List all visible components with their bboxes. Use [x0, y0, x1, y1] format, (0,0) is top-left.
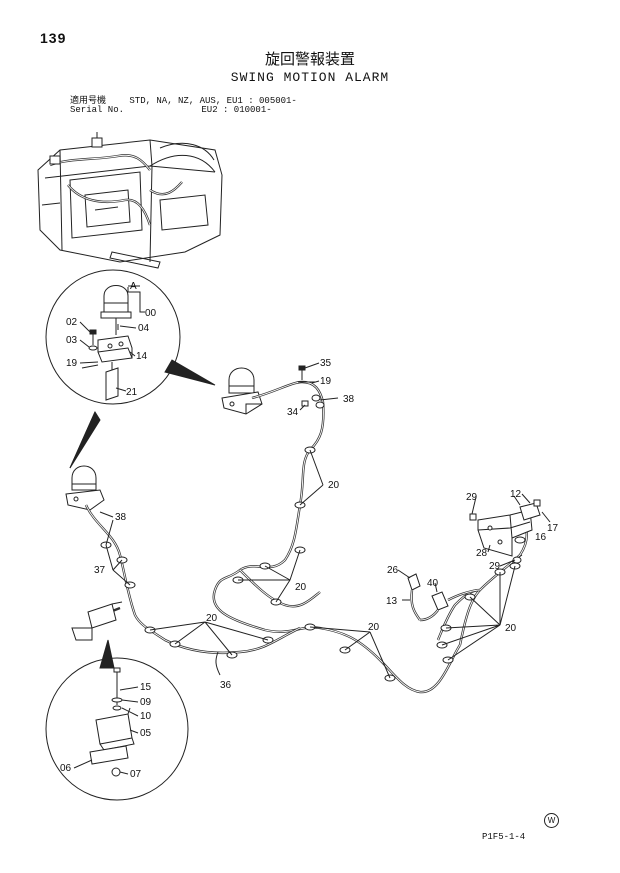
detail-circle-beacon	[45, 269, 216, 405]
serial-row-eu2: Serial No. EU2 : 010001-	[70, 105, 272, 115]
callout-06: 06	[60, 763, 72, 774]
beacon-left	[65, 410, 105, 511]
callout-20-right: 20	[505, 623, 517, 634]
harness-clamps	[100, 446, 521, 682]
callout-29-top: 29	[466, 492, 478, 503]
callout-35: 35	[320, 358, 332, 369]
title-japanese: 旋回警報装置	[264, 51, 355, 68]
callout-16: 16	[535, 532, 547, 543]
serial-label-en: Serial No.	[70, 105, 125, 115]
callout-15: 15	[140, 682, 152, 693]
page-number: 139	[40, 30, 67, 46]
serial-label-jp: 適用号機	[70, 96, 107, 106]
top-bracket-hardware	[298, 365, 339, 409]
callout-labels: A 00 02 03 04 14 19 21 35 19 38 34 20 38…	[60, 281, 559, 780]
callout-17: 17	[547, 523, 559, 534]
callout-02: 02	[66, 317, 78, 328]
callout-00: 00	[145, 308, 157, 319]
callout-34: 34	[287, 407, 299, 418]
serial-row-applicable: 適用号機 STD, NA, NZ, AUS, EU1 : 005001-	[70, 93, 297, 106]
callout-20-upper: 20	[328, 480, 340, 491]
callout-leaders	[73, 287, 531, 775]
callout-36: 36	[220, 680, 232, 691]
callout-07: 07	[130, 769, 142, 780]
callout-09: 09	[140, 697, 152, 708]
callout-29-bottom: 29	[489, 561, 501, 572]
serial-value-eu2: EU2 : 010001-	[201, 105, 272, 115]
machine-overview-sketch	[37, 132, 223, 269]
callout-40: 40	[427, 578, 439, 589]
corner-mark-icon: W	[544, 813, 559, 828]
callout-05: 05	[140, 728, 152, 739]
figure-code: P1F5-1-4	[482, 832, 526, 842]
callout-20-middle: 20	[295, 582, 307, 593]
callout-21: 21	[126, 387, 138, 398]
detail-circle-buzzer	[45, 639, 189, 801]
title-english: SWING MOTION ALARM	[230, 70, 390, 85]
callout-26: 26	[387, 565, 399, 576]
callout-03: 03	[66, 335, 78, 346]
callout-A: A	[130, 281, 137, 292]
callout-19-detail: 19	[66, 358, 78, 369]
callout-13: 13	[386, 596, 398, 607]
serial-value-std: STD, NA, NZ, AUS, EU1 : 005001-	[129, 96, 297, 106]
right-bracket-assembly	[469, 495, 551, 564]
callout-28: 28	[476, 548, 488, 559]
callout-38-top: 38	[343, 394, 355, 405]
callout-12: 12	[510, 489, 522, 500]
connectors-group	[402, 573, 479, 622]
wiring-harness	[84, 380, 528, 694]
alarm-buzzer-box	[71, 601, 123, 641]
callout-14: 14	[136, 351, 148, 362]
callout-38-left: 38	[115, 512, 127, 523]
callout-20-lower: 20	[206, 613, 218, 624]
beacon-right	[221, 367, 263, 415]
callout-20-center: 20	[368, 622, 380, 633]
callout-10: 10	[140, 711, 152, 722]
callout-37: 37	[94, 565, 106, 576]
callout-04: 04	[138, 323, 150, 334]
callout-19: 19	[320, 376, 332, 387]
